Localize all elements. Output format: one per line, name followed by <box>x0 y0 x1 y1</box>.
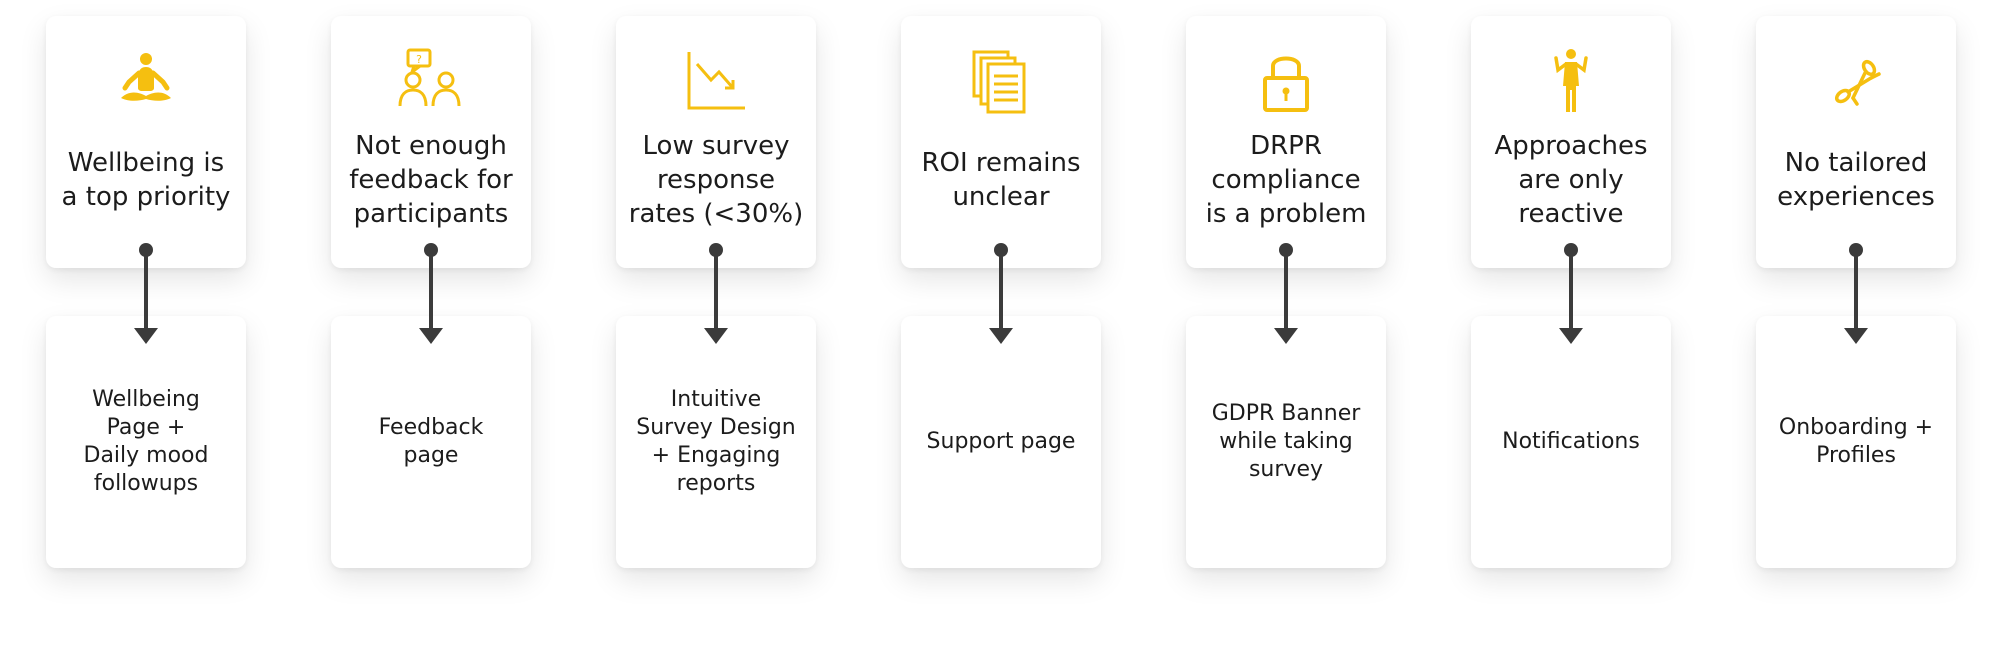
column-3: Low survey response rates (<30%) Intuiti… <box>616 0 816 646</box>
solution-card: Feedback page <box>331 316 531 568</box>
column-7: No tailored experiences Onboarding + Pro… <box>1756 0 1956 646</box>
svg-text:?: ? <box>416 53 422 66</box>
column-6: Approaches are only reactive Notificatio… <box>1471 0 1671 646</box>
solution-card: Support page <box>901 316 1101 568</box>
problem-card: DRPR compliance is a problem <box>1186 16 1386 268</box>
chart-down-icon <box>681 46 751 116</box>
problem-text: Approaches are only reactive <box>1494 131 1648 229</box>
solution-card: Wellbeing Page + Daily mood followups <box>46 316 246 568</box>
problem-text: ROI remains unclear <box>921 148 1081 212</box>
solution-card: Onboarding + Profiles <box>1756 316 1956 568</box>
solution-card: GDPR Banner while taking survey <box>1186 316 1386 568</box>
documents-icon <box>966 46 1036 116</box>
problem-card: ? Not enough feedback for participants <box>331 16 531 268</box>
problem-card: No tailored experiences <box>1756 16 1956 268</box>
problem-text: Not enough feedback for participants <box>349 131 513 229</box>
solution-text: GDPR Banner while taking survey <box>1211 401 1361 482</box>
column-4: ROI remains unclear Support page <box>901 0 1101 646</box>
column-2: ? Not enough feedback for participants F… <box>331 0 531 646</box>
problem-text: No tailored experiences <box>1777 148 1935 212</box>
solution-text: Onboarding + Profiles <box>1778 415 1934 468</box>
column-5: DRPR compliance is a problem GDPR Banner… <box>1186 0 1386 646</box>
solution-text: Notifications <box>1502 429 1640 454</box>
solution-text: Wellbeing Page + Daily mood followups <box>83 387 209 496</box>
problem-text: Low survey response rates (<30%) <box>628 131 804 229</box>
solution-text: Intuitive Survey Design + Engaging repor… <box>636 387 796 496</box>
people-question-icon: ? <box>396 46 466 116</box>
solution-card: Notifications <box>1471 316 1671 568</box>
scissors-icon <box>1821 46 1891 116</box>
meditation-icon <box>111 46 181 116</box>
problem-card: Low survey response rates (<30%) <box>616 16 816 268</box>
problem-card: Wellbeing is a top priority <box>46 16 246 268</box>
problem-text: Wellbeing is a top priority <box>61 148 231 212</box>
problem-text: DRPR compliance is a problem <box>1205 131 1367 229</box>
lock-icon <box>1251 46 1321 116</box>
problem-card: ROI remains unclear <box>901 16 1101 268</box>
solution-text: Support page <box>926 429 1076 454</box>
solution-card: Intuitive Survey Design + Engaging repor… <box>616 316 816 568</box>
column-1: Wellbeing is a top priority Wellbeing Pa… <box>46 0 246 646</box>
solution-text: Feedback page <box>378 415 484 468</box>
person-shrug-icon <box>1536 46 1606 116</box>
problem-card: Approaches are only reactive <box>1471 16 1671 268</box>
